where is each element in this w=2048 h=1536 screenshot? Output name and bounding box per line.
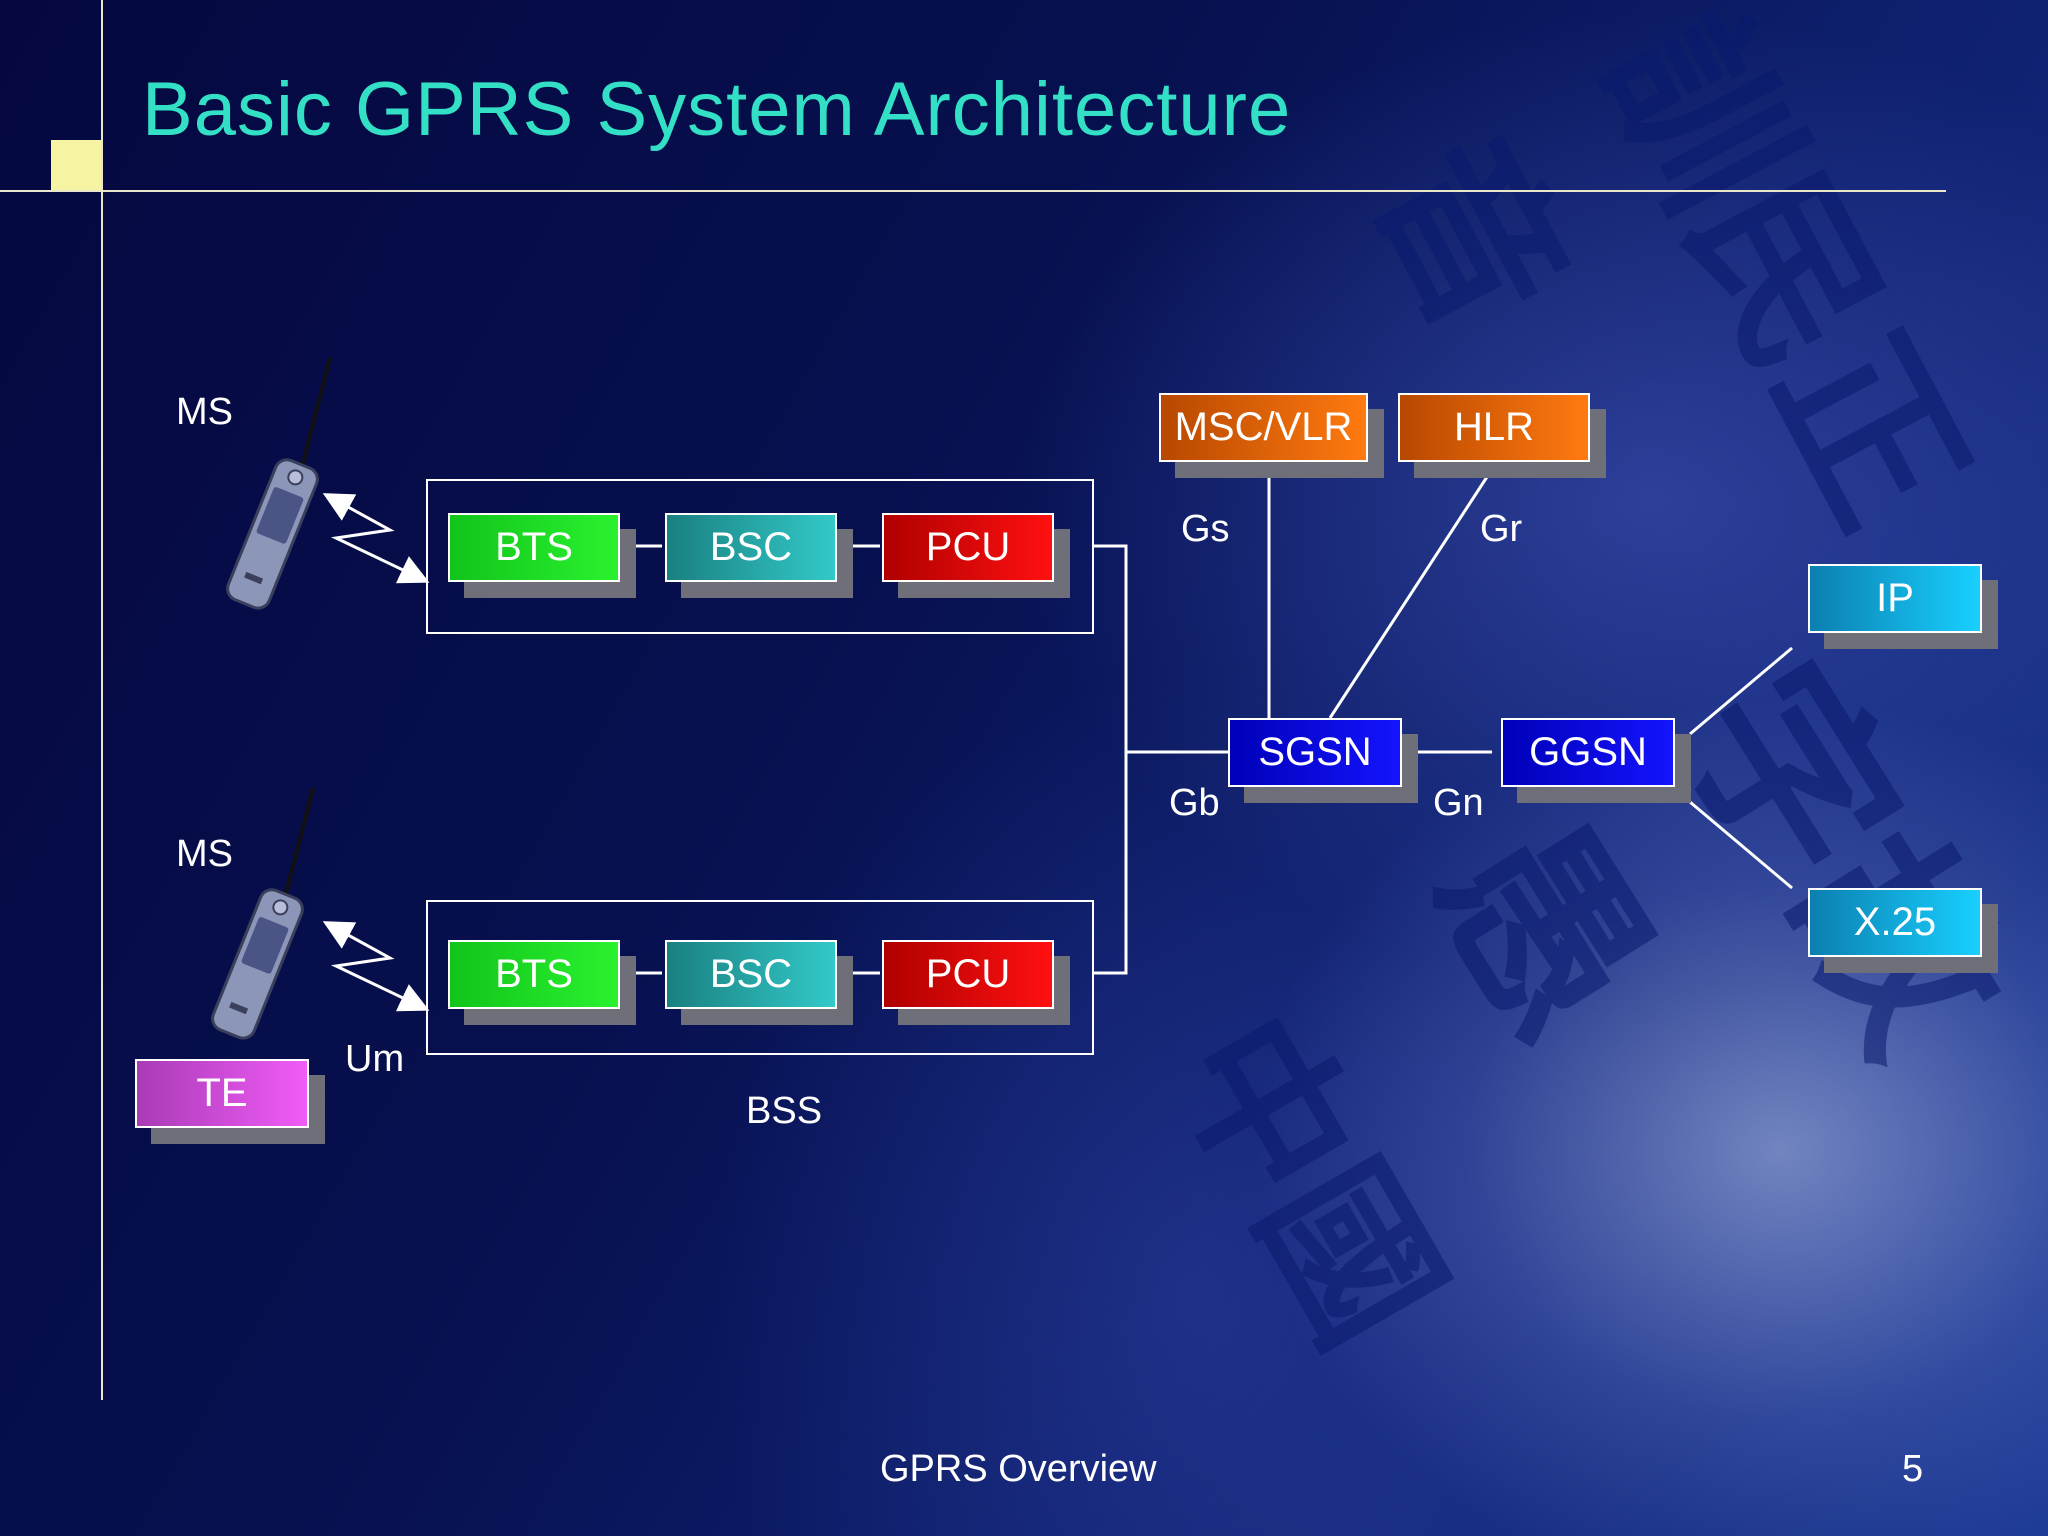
pcu-node[interactable]: PCU [882,513,1054,582]
bsc-node[interactable]: BSC [665,513,837,582]
pcu-node[interactable]: PCU [882,940,1054,1009]
ip-network-node[interactable]: IP [1808,564,1982,633]
ggsn-node[interactable]: GGSN [1501,718,1675,787]
radio-link-icon [322,921,430,1012]
footer-text: GPRS Overview [880,1448,1157,1490]
gs-interface-label: Gs [1181,508,1230,550]
bss-label: BSS [746,1090,823,1132]
radio-link-icon [322,493,430,584]
gr-interface-label: Gr [1480,508,1523,550]
x25-network-node[interactable]: X.25 [1808,888,1982,957]
mobile-phone-icon [211,787,315,1040]
hlr-node[interactable]: HLR [1398,393,1590,462]
ms-label: MS [176,833,233,875]
msc-vlr-node[interactable]: MSC/VLR [1159,393,1368,462]
gn-interface-label: Gn [1433,782,1484,824]
bts-node[interactable]: BTS [448,513,620,582]
ms-label: MS [176,391,233,433]
vertical-rule [101,0,103,1400]
bss-group-frame [426,900,1094,1055]
bsc-node[interactable]: BSC [665,940,837,1009]
page-title: Basic GPRS System Architecture [142,67,1292,152]
bts-node[interactable]: BTS [448,940,620,1009]
bss-group-frame [426,479,1094,634]
horizontal-rule [0,190,1946,192]
um-interface-label: Um [345,1038,405,1080]
title-accent-square [51,140,101,190]
sgsn-node[interactable]: SGSN [1228,718,1402,787]
page-number: 5 [1902,1448,1924,1490]
te-node[interactable]: TE [135,1059,309,1128]
gb-interface-label: Gb [1169,782,1220,824]
mobile-phone-icon [226,357,332,610]
